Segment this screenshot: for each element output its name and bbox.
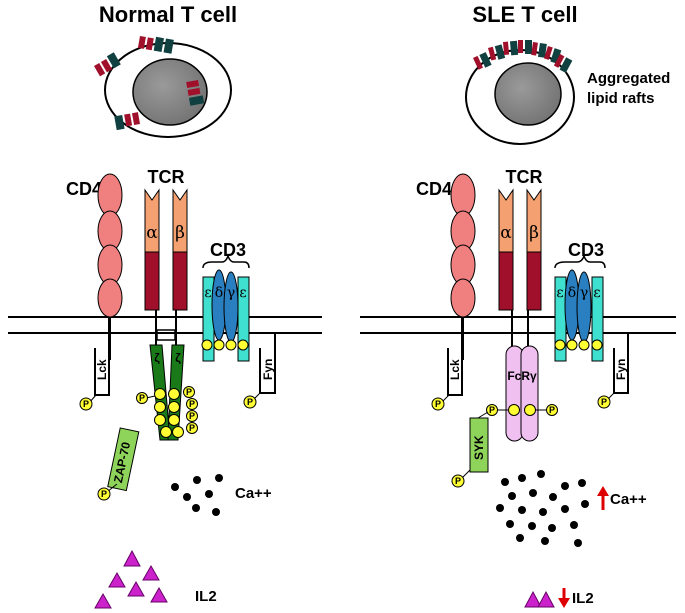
normal-tcr-beta: β [172,188,188,311]
svg-text:P: P [489,405,495,415]
normal-receptor-cluster-bottom [114,112,140,131]
sle-title: SLE T cell [472,2,577,27]
sle-calcium-dots [496,470,589,547]
normal-panel: Normal T cell CD4 TCR [8,2,322,609]
sle-calcium-label: Ca++ [610,491,647,508]
normal-cell-icon [94,36,232,138]
svg-text:α: α [146,223,158,243]
sle-calcium-up-arrow [597,486,609,510]
normal-zap70-kinase: ZAP-70 P [97,427,140,501]
svg-text:ε: ε [593,285,600,301]
svg-text:P: P [601,397,607,407]
svg-text:FcRγ: FcRγ [507,369,537,383]
normal-cd4-receptor [97,173,123,360]
normal-title: Normal T cell [99,2,237,27]
normal-lck-kinase: Lck P [79,348,110,411]
svg-text:P: P [186,387,192,397]
normal-calcium-dots [171,474,223,516]
svg-text:P: P [189,399,195,409]
svg-text:P: P [247,397,253,407]
sle-cd3-complex: ε δ γ ε [554,269,604,362]
svg-text:P: P [549,405,555,415]
svg-text:Lck: Lck [448,359,462,380]
normal-il2-triangles [94,549,168,609]
sle-fyn-kinase: Fyn P [597,333,629,409]
svg-text:P: P [435,399,441,409]
sle-cd4-receptor [450,173,476,360]
svg-text:Lck: Lck [95,359,109,380]
sle-syk-kinase: SYK P [451,411,489,488]
sle-cd4-label: CD4 [416,179,452,199]
sle-il2-down-arrow [558,588,570,608]
svg-text:Fyn: Fyn [261,359,275,380]
normal-zeta-chains: ζ ζ P P P P P [136,344,198,441]
normal-tcr-label: TCR [148,167,185,187]
svg-text:δ: δ [568,285,576,301]
svg-text:γ: γ [580,285,588,301]
normal-cd3-complex: ε δ γ ε [201,269,250,362]
svg-text:δ: δ [215,285,223,301]
normal-cd3-label: CD3 [210,240,246,260]
svg-text:ε: ε [204,285,211,301]
normal-tcr-alpha: α [144,188,160,311]
normal-fyn-kinase: Fyn P [243,333,276,409]
svg-text:P: P [83,399,89,409]
svg-text:α: α [500,223,512,243]
svg-text:P: P [455,476,461,486]
svg-text:P: P [189,411,195,421]
normal-cd4-label: CD4 [66,179,102,199]
svg-text:γ: γ [227,285,235,301]
normal-calcium-label: Ca++ [235,485,272,502]
normal-il2-label: IL2 [195,588,217,605]
sle-panel: SLE T cell Aggregated lipid rafts CD4 TC… [360,2,676,608]
sle-rafts-label-2: lipid rafts [587,90,655,107]
svg-text:β: β [529,223,539,243]
svg-text:ζ: ζ [154,351,160,365]
sle-il2-triangles [524,590,555,608]
sle-tcr-alpha: α [498,188,514,311]
sle-cell-icon [465,40,575,145]
sle-fcr-gamma: FcRγ P P [486,345,558,442]
svg-text:ε: ε [239,285,246,301]
svg-text:ε: ε [556,285,563,301]
sle-tcr-label: TCR [506,167,543,187]
svg-text:P: P [139,393,145,403]
sle-cd3-label: CD3 [568,240,604,260]
svg-text:P: P [101,489,107,499]
svg-text:SYK: SYK [472,435,486,460]
svg-text:P: P [189,423,195,433]
svg-text:ζ: ζ [175,351,181,365]
svg-text:Fyn: Fyn [614,359,628,380]
svg-text:β: β [175,223,185,243]
sle-tcr-beta: β [526,188,542,311]
normal-receptor-cluster-top [137,36,174,54]
sle-lck-kinase: Lck P [431,348,463,411]
normal-receptor-cluster-left [94,52,121,77]
sle-rafts-label-1: Aggregated [587,70,670,87]
normal-receptor-cluster-right [186,80,205,106]
sle-il2-label: IL2 [572,590,594,607]
